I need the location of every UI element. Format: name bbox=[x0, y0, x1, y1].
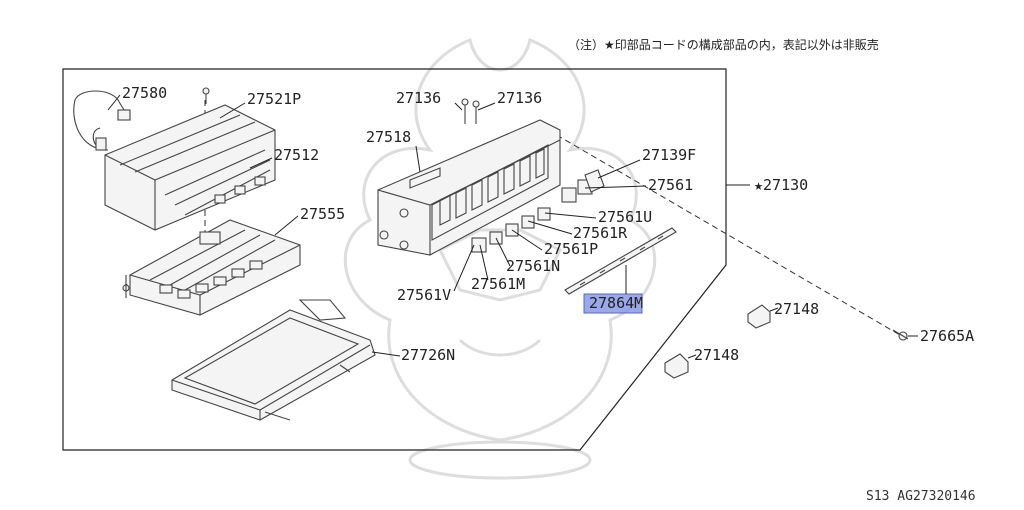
label-27136-left: 27136 bbox=[396, 89, 441, 107]
clip-27148-upper bbox=[747, 304, 771, 329]
label-27512: 27512 bbox=[274, 146, 319, 164]
bracket-27512 bbox=[104, 104, 276, 231]
label-27148-lower: 27148 bbox=[694, 346, 739, 364]
tray-27555 bbox=[122, 219, 301, 316]
assembly-frame bbox=[62, 68, 727, 451]
label-27561p: 27561P bbox=[544, 240, 598, 258]
label-27148-upper: 27148 bbox=[774, 300, 819, 318]
label-27561v: 27561V bbox=[397, 286, 451, 304]
screw-27521p bbox=[202, 87, 210, 104]
diagram-code: S13 AG27320146 bbox=[866, 489, 976, 504]
harness-27580 bbox=[73, 90, 131, 151]
control-unit-27518 bbox=[377, 119, 561, 256]
screws-27136 bbox=[461, 98, 480, 124]
label-27580: 27580 bbox=[122, 84, 167, 102]
note-text: （注）★印部品コードの構成部品の内，表記以外は非販売 bbox=[568, 37, 879, 52]
label-27130: ★27130 bbox=[754, 176, 808, 194]
case-27726n bbox=[171, 299, 376, 421]
label-27136-right: 27136 bbox=[497, 89, 542, 107]
clip-27148-lower bbox=[664, 353, 689, 379]
label-27139f: 27139F bbox=[642, 146, 696, 164]
buttons-27561 bbox=[471, 169, 605, 253]
label-27561n: 27561N bbox=[506, 257, 560, 275]
label-27726n: 27726N bbox=[401, 346, 455, 364]
label-27561r: 27561R bbox=[573, 224, 628, 242]
label-27521p: 27521P bbox=[247, 90, 301, 108]
watermark-emblem bbox=[343, 37, 657, 480]
label-27555: 27555 bbox=[300, 205, 345, 223]
strip-27864m bbox=[564, 227, 677, 295]
dash-27665a bbox=[547, 129, 901, 336]
leader-lines bbox=[107, 94, 918, 359]
label-27561: 27561 bbox=[648, 176, 693, 194]
label-27864m: 27864M bbox=[589, 294, 643, 312]
label-27561u: 27561U bbox=[598, 208, 652, 226]
highlight-27864m bbox=[583, 293, 643, 314]
label-27665a: 27665A bbox=[920, 327, 974, 345]
screw-27665a bbox=[892, 329, 909, 341]
label-27518: 27518 bbox=[366, 128, 411, 146]
label-27561m: 27561M bbox=[471, 275, 525, 293]
